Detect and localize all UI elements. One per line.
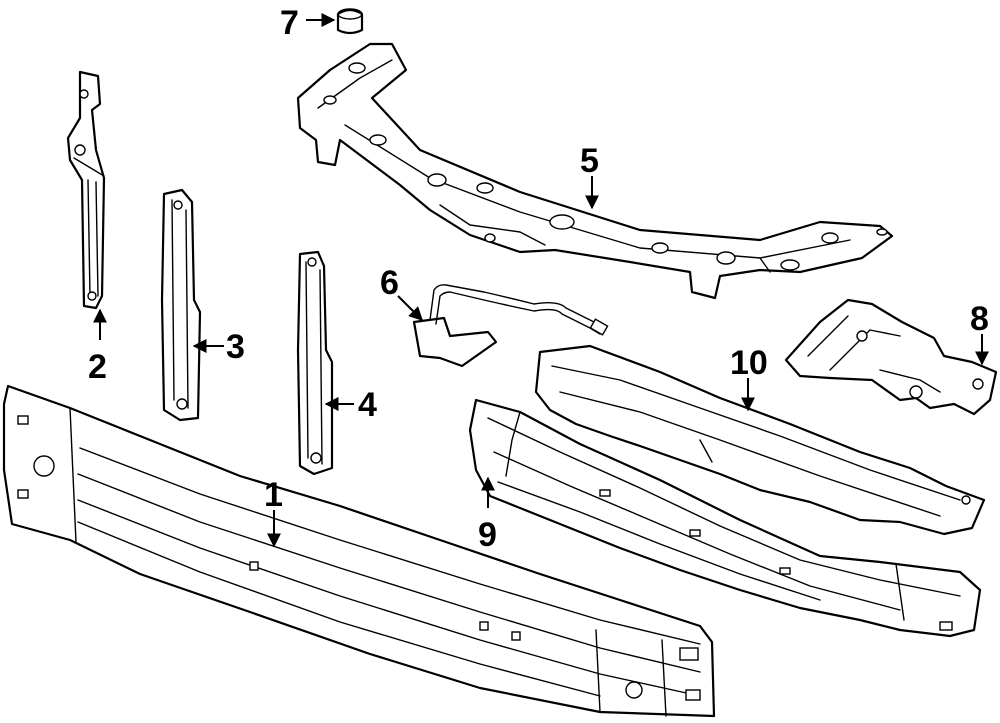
part-2-bracket bbox=[66, 70, 106, 310]
part-8-bracket bbox=[784, 298, 998, 416]
callout-4: 4 bbox=[358, 386, 377, 424]
callout-2: 2 bbox=[88, 348, 107, 386]
part-7-cap bbox=[336, 8, 364, 35]
callout-6: 6 bbox=[380, 264, 399, 302]
part-1-impact-bar bbox=[2, 384, 716, 718]
leader-lines bbox=[93, 13, 989, 548]
callout-7: 7 bbox=[280, 4, 299, 42]
callout-3: 3 bbox=[226, 328, 245, 366]
callout-10: 10 bbox=[730, 344, 768, 382]
part-4-bracket bbox=[296, 250, 334, 476]
part-9-lower-absorber bbox=[468, 398, 982, 638]
callout-1: 1 bbox=[264, 476, 283, 514]
part-6-sensor bbox=[412, 284, 609, 368]
leader-6 bbox=[397, 295, 423, 321]
part-3-bracket bbox=[160, 188, 202, 422]
part-10-energy-absorber bbox=[534, 344, 986, 536]
part-5-upper-tie-bar bbox=[296, 42, 894, 300]
callout-labels: 7 5 2 3 4 6 8 10 9 1 bbox=[88, 4, 989, 554]
callout-8: 8 bbox=[970, 300, 989, 338]
callout-9: 9 bbox=[478, 516, 497, 554]
callout-5: 5 bbox=[580, 142, 599, 180]
